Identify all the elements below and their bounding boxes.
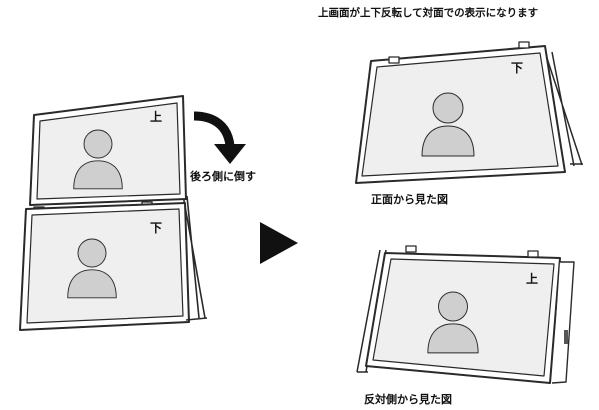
rotate-label: 後ろ側に倒す	[190, 170, 256, 183]
top-screen-mark: 上	[150, 109, 162, 124]
play-triangle-icon	[260, 222, 298, 264]
bottom-screen-mark: 下	[150, 221, 162, 235]
front-view-label: 正面から見た図	[371, 193, 448, 206]
back-view-screen-mark: 上	[526, 271, 538, 286]
front-view-screen-mark: 下	[511, 61, 523, 75]
front-view-device: 下	[355, 41, 583, 184]
diagram-title: 上画面が上下反転して対面での表示になります	[318, 7, 539, 19]
back-view-label: 反対側から見た図	[364, 393, 452, 406]
curved-arrow-icon	[193, 111, 246, 164]
hinge-clip	[518, 41, 530, 49]
hinge-clip	[405, 245, 417, 253]
top-screen: 上	[29, 95, 187, 206]
bottom-screen: 下	[19, 202, 190, 331]
hinge-clip	[388, 56, 400, 64]
hinge-clip	[527, 250, 539, 258]
back-view-device: 上	[356, 245, 575, 384]
side-port	[564, 330, 568, 344]
left-dual-screen-device: 上 下	[19, 95, 208, 331]
